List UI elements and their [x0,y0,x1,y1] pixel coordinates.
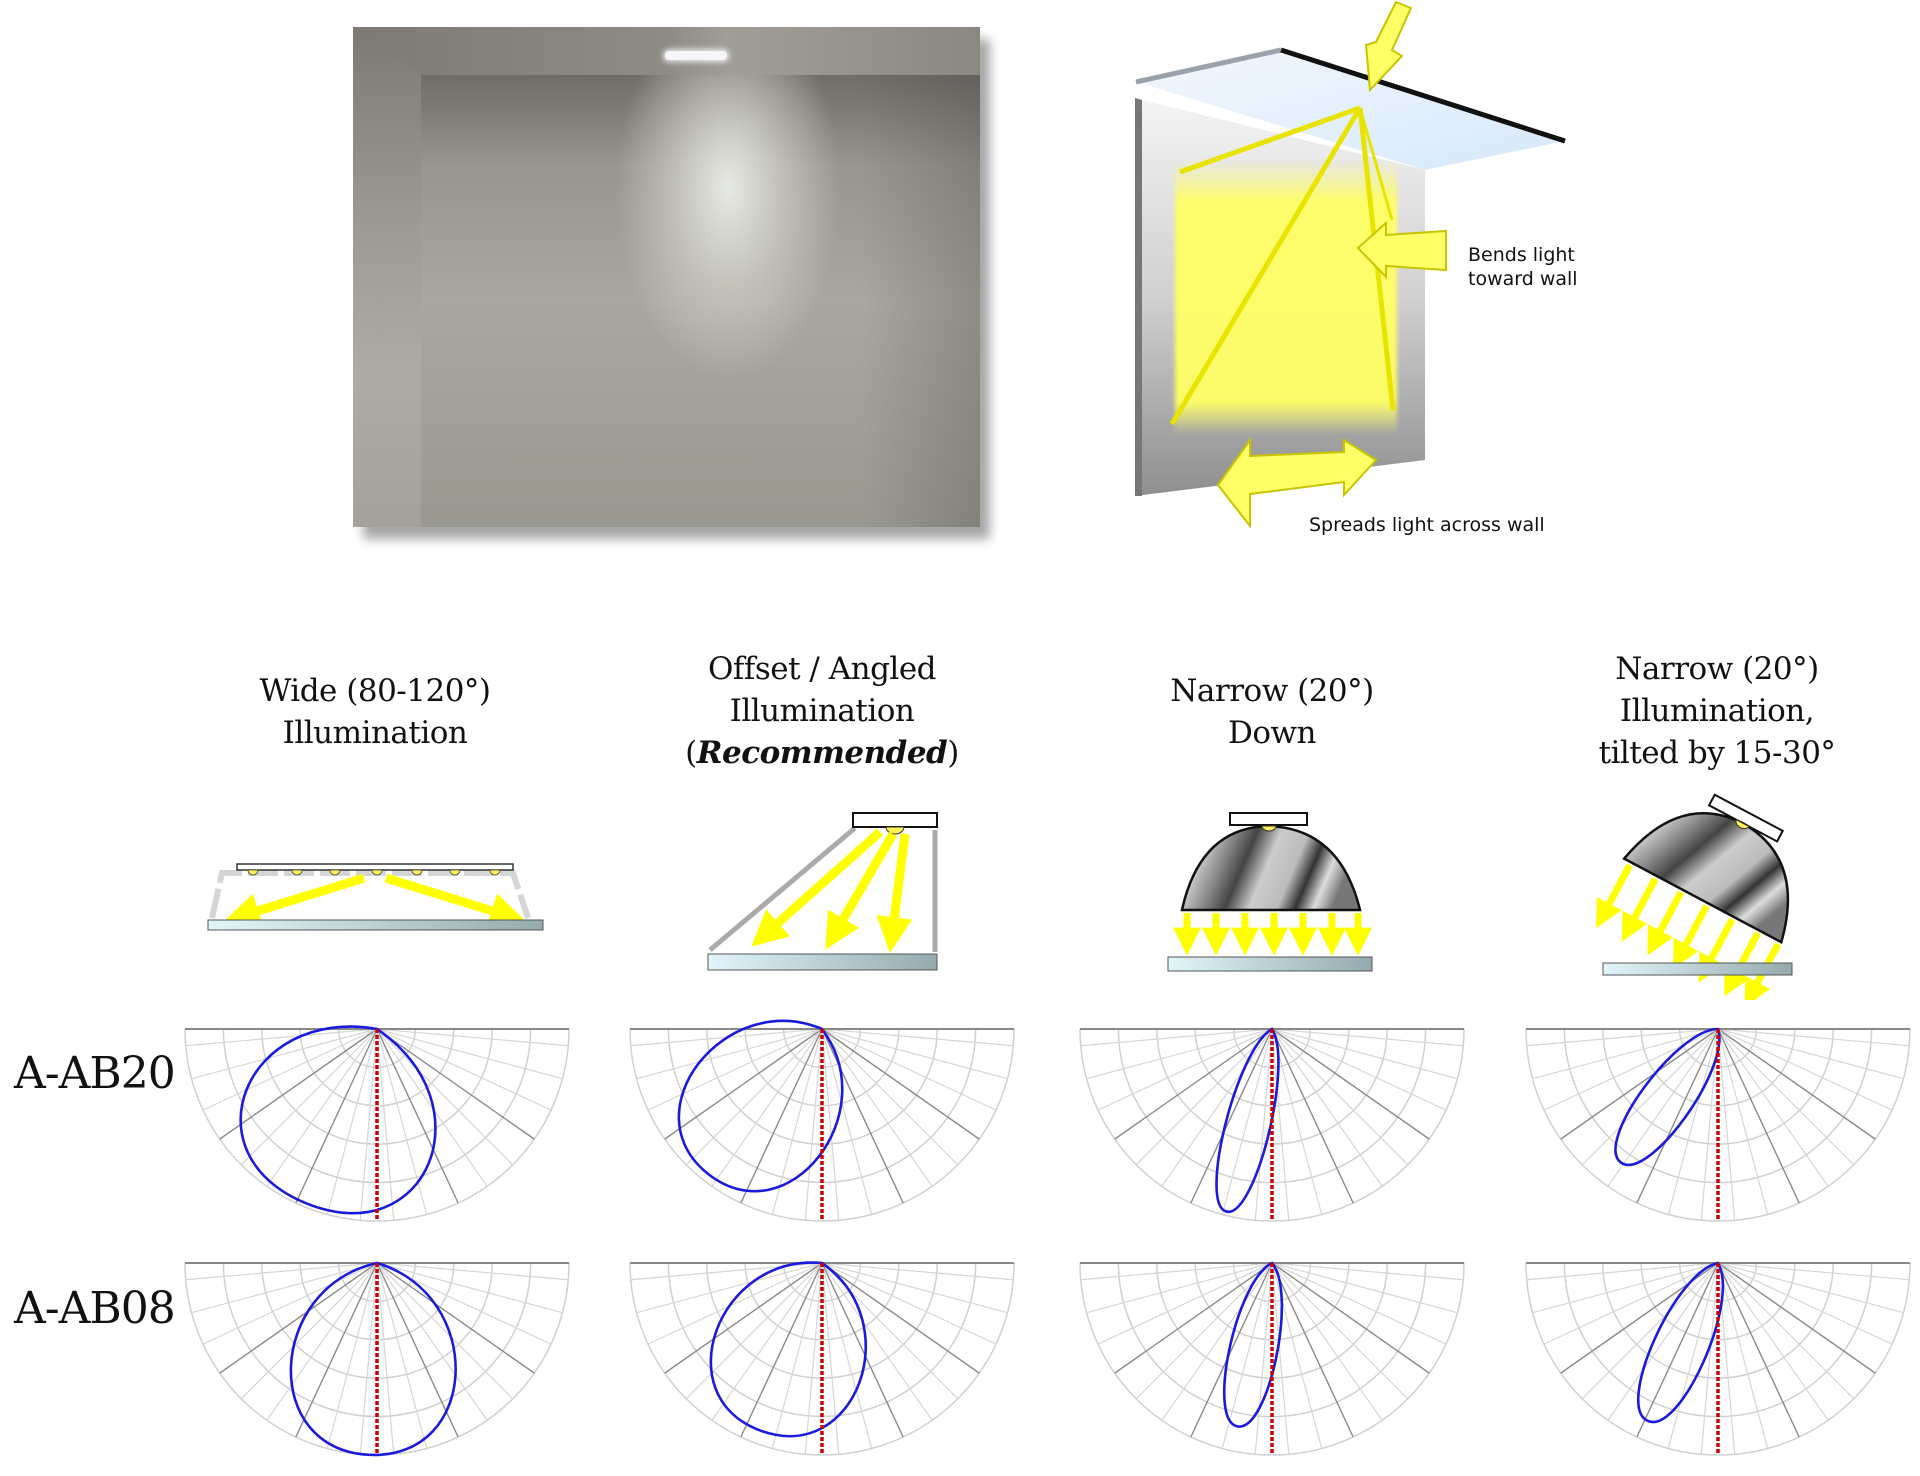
spread-light-label: Spreads light across wall [1309,514,1545,536]
title-line: Wide (80-120°) [259,673,491,709]
title-line: tilted by 15-30° [1598,735,1836,771]
right-shadow [860,75,980,527]
intensity-curve [709,1261,867,1438]
bend-label-line-1: Bends light [1468,244,1575,266]
offset-fixture-diagram [707,812,938,971]
polar-plot [184,1025,570,1222]
tilted-slab [1602,962,1793,976]
title-line: Illumination [729,693,915,729]
incoming-light-arrow [1364,0,1413,93]
polar-plot [1525,1027,1911,1222]
column-title-narrow-tilted: Narrow (20°) Illumination, tilted by 15-… [1507,648,1920,774]
bend-light-arrow [1356,220,1447,280]
intensity-curve [1215,1027,1280,1213]
polar-plot [1525,1261,1911,1456]
fixture-diagrams [207,793,1793,1000]
row-label-a-ab08: A-AB08 [14,1283,176,1334]
column-title-wide: Wide (80-120°) Illumination [165,670,585,754]
polar-plot [1079,1261,1465,1456]
bend-light-label: Bends light toward wall [1468,243,1578,291]
intensity-curve [677,1019,844,1193]
spread-light-arrow [1216,436,1378,529]
bend-label-line-2: toward wall [1468,268,1578,290]
recommended-emphasis: Recommended [696,735,948,771]
intensity-curve [1614,1027,1721,1167]
back-wall [421,75,980,527]
polar-plot [629,1261,1015,1456]
title-line: Narrow (20°) [1170,673,1374,709]
column-title-offset: Offset / Angled Illumination (Recommende… [612,648,1032,774]
downlight-fixture [665,51,727,60]
wallwash-schematic [1135,0,1566,529]
left-return-wall [353,27,421,527]
wide-fixture-diagram [207,863,544,931]
title-line: Illumination [282,715,468,751]
narrow-down-fixture-diagram [1167,812,1373,972]
title-line: Illumination, [1619,693,1815,729]
title-line: Narrow (20°) [1615,651,1819,687]
title-line: Offset / Angled [707,651,937,687]
polar-plot [629,1019,1015,1222]
niche-photo [353,27,980,527]
intensity-curve [1223,1261,1284,1428]
intensity-curve [239,1025,437,1215]
intensity-curve [289,1261,457,1457]
polar-plot [1079,1027,1465,1222]
polar-plot [184,1261,570,1457]
title-line-recommended: (Recommended) [685,735,959,771]
column-title-narrow-down: Narrow (20°) Down [1062,670,1482,754]
title-line: Down [1227,715,1317,751]
row-label-a-ab20: A-AB20 [14,1048,176,1099]
